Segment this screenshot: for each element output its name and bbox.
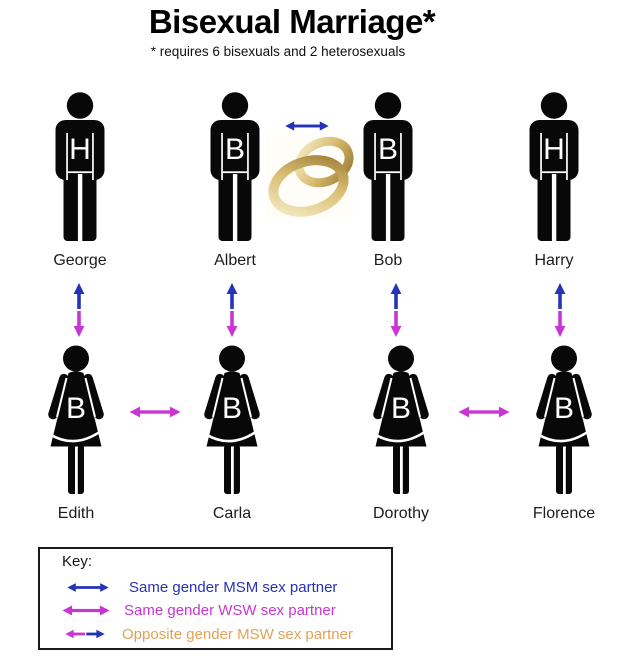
person-name: Florence: [532, 505, 596, 522]
person-letter: B: [65, 392, 86, 425]
msw-vertical-arrow-icon: [552, 282, 568, 338]
male-figure-icon: [50, 92, 110, 242]
male-figure-icon: [358, 92, 418, 242]
person-name: Edith: [57, 505, 95, 522]
person-letter: B: [377, 133, 398, 166]
person-letter: H: [69, 133, 91, 166]
person-name: Harry: [534, 252, 574, 269]
blue-double-arrow-icon: [66, 581, 110, 594]
magenta-double-arrow-icon: [61, 603, 111, 618]
male-figure-icon: [524, 92, 584, 242]
key-box: Key: Same gender MSM sex partner Same ge…: [38, 547, 393, 650]
person-dorothy: B Dorothy: [341, 345, 461, 523]
person-name: Carla: [212, 505, 252, 522]
person-george: H George: [20, 92, 140, 270]
wsw-arrow-icon: [457, 404, 511, 420]
person-letter: B: [221, 392, 242, 425]
male-figure-icon: [205, 92, 265, 242]
msw-vertical-arrow-icon: [224, 282, 240, 338]
key-label: Same gender MSM sex partner: [129, 578, 338, 596]
person-letter: B: [390, 392, 411, 425]
key-row-msm: Same gender MSM sex partner: [40, 577, 387, 597]
page-title: Bisexual Marriage*: [148, 3, 436, 40]
key-title: Key:: [62, 553, 93, 570]
person-name: George: [53, 252, 107, 269]
person-letter: H: [543, 133, 565, 166]
person-edith: B Edith: [16, 345, 136, 523]
person-name: Albert: [214, 252, 256, 269]
wedding-rings-icon: [266, 132, 354, 220]
key-row-msw: Opposite gender MSW sex partner: [40, 624, 387, 644]
msw-vertical-arrow-icon: [71, 282, 87, 338]
person-harry: H Harry: [494, 92, 614, 270]
person-name: Dorothy: [372, 505, 430, 522]
key-label: Opposite gender MSW sex partner: [122, 625, 353, 643]
person-letter: B: [553, 392, 574, 425]
msm-arrow-icon: [284, 119, 330, 133]
key-label: Same gender WSW sex partner: [124, 601, 336, 619]
wsw-arrow-icon: [128, 404, 182, 420]
person-bob: B Bob: [328, 92, 448, 270]
msw-vertical-arrow-icon: [388, 282, 404, 338]
person-florence: B Florence: [504, 345, 624, 523]
person-letter: B: [224, 133, 245, 166]
page-subtitle: * requires 6 bisexuals and 2 heterosexua…: [150, 44, 406, 59]
person-name: Bob: [373, 252, 403, 269]
person-carla: B Carla: [172, 345, 292, 523]
person-albert: B Albert: [175, 92, 295, 270]
magenta-blue-double-arrow-icon: [62, 627, 108, 641]
key-row-wsw: Same gender WSW sex partner: [40, 600, 387, 620]
